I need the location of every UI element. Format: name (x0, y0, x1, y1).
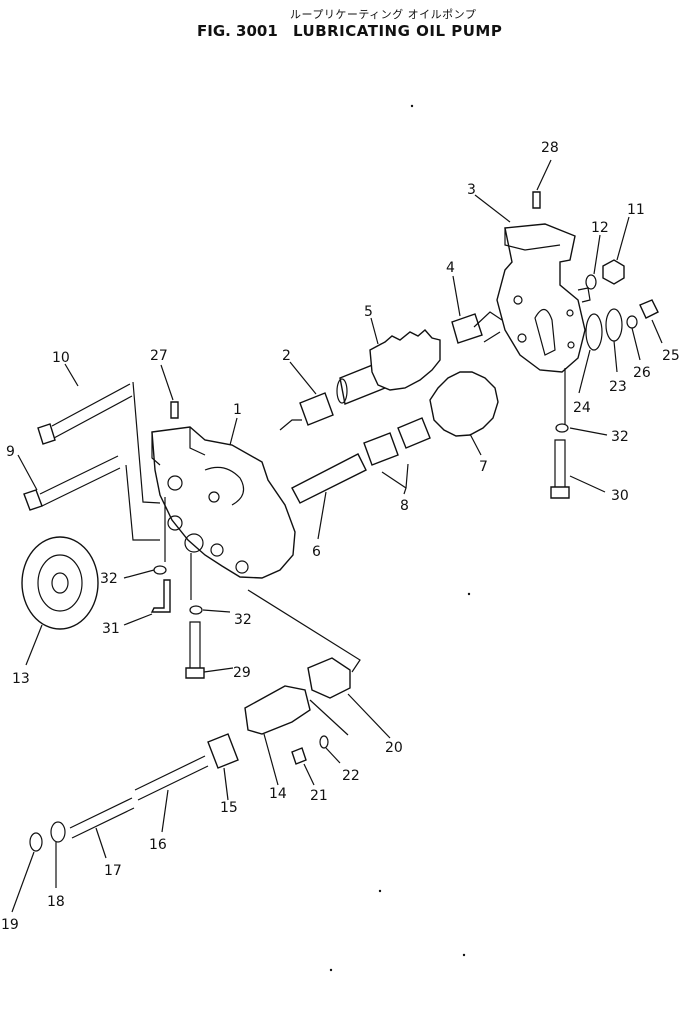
valve-body-14-drawing (244, 685, 311, 735)
callout-16: 16 (149, 837, 167, 853)
gasket-24-drawing (585, 313, 603, 351)
bolt-9-drawing (23, 455, 121, 511)
washer-32a-drawing (153, 565, 167, 575)
figure-title: LUBRICATING OIL PUMP (293, 22, 503, 40)
bolt-25-drawing (639, 299, 659, 319)
bolt-21-drawing (291, 747, 307, 765)
bushings-8-drawing (363, 417, 431, 466)
bolt-30-drawing (550, 439, 570, 499)
callout-3: 3 (467, 182, 476, 198)
bolt-29-drawing (185, 621, 205, 679)
drive-gear-13-drawing (21, 536, 99, 630)
callout-5: 5 (364, 304, 373, 320)
bolt-10-drawing (37, 383, 133, 445)
callout-31: 31 (102, 621, 120, 637)
callout-32a: 32 (100, 571, 118, 587)
speck (462, 953, 466, 957)
callout-12: 12 (591, 220, 609, 236)
washer-32b-drawing (189, 605, 203, 615)
callout-18: 18 (47, 894, 65, 910)
plate-23-drawing (605, 308, 623, 342)
callout-9: 9 (6, 444, 15, 460)
callout-4: 4 (446, 260, 455, 276)
callout-13: 13 (12, 671, 30, 687)
callout-10: 10 (52, 350, 70, 366)
spring-16-drawing (134, 755, 209, 801)
leader-lines (11, 159, 663, 913)
shaft-6-drawing (291, 453, 367, 504)
callout-24: 24 (573, 400, 591, 416)
speck (378, 889, 382, 893)
callout-32b: 32 (234, 612, 252, 628)
figure-number: FIG. 3001 (197, 22, 278, 40)
callout-14: 14 (269, 786, 287, 802)
callout-32c: 32 (611, 429, 629, 445)
callout-26: 26 (633, 365, 651, 381)
callout-6: 6 (312, 544, 321, 560)
callout-17: 17 (104, 863, 122, 879)
snap-ring-19-drawing (29, 832, 43, 852)
pin-27-drawing (170, 401, 179, 419)
idler-gear-7-drawing (429, 371, 499, 437)
nut-11-drawing (602, 259, 625, 285)
speck (467, 592, 471, 596)
callout-27: 27 (150, 348, 168, 364)
callout-15: 15 (220, 800, 238, 816)
callout-1: 1 (233, 402, 242, 418)
bushing-4-drawing (451, 313, 483, 344)
callout-21: 21 (310, 788, 328, 804)
pin-28-drawing (532, 191, 541, 209)
callout-19: 19 (1, 917, 19, 933)
callout-29: 29 (233, 665, 251, 681)
callout-11: 11 (627, 202, 645, 218)
callout-8: 8 (400, 498, 409, 514)
speck (329, 968, 333, 972)
callout-22: 22 (342, 768, 360, 784)
washer-12-drawing (585, 274, 597, 290)
pump-body-drawing (151, 426, 296, 579)
callout-23: 23 (609, 379, 627, 395)
washer-32c-drawing (555, 423, 569, 433)
callouts: 1 2 3 4 5 6 7 8 9 10 11 12 13 14 15 16 1… (1, 140, 680, 933)
callout-25: 25 (662, 348, 680, 364)
drive-gear-5-drawing (336, 329, 441, 405)
gasket-20-drawing (307, 657, 351, 699)
callout-30: 30 (611, 488, 629, 504)
washer-22-drawing (319, 735, 329, 749)
callout-20: 20 (385, 740, 403, 756)
callout-28: 28 (541, 140, 559, 156)
callout-2: 2 (282, 348, 291, 364)
bushing-2-drawing (299, 392, 334, 426)
spring-17-drawing (69, 797, 135, 839)
washer-26-drawing (626, 315, 638, 329)
washer-18-drawing (50, 821, 66, 843)
speck (410, 104, 414, 108)
japanese-title: ループリケーティング オイルポンプ (290, 8, 477, 21)
callout-7: 7 (479, 459, 488, 475)
piston-15-drawing (207, 733, 239, 769)
pump-cover-drawing (496, 223, 591, 373)
bolt-31-drawing (150, 579, 171, 613)
